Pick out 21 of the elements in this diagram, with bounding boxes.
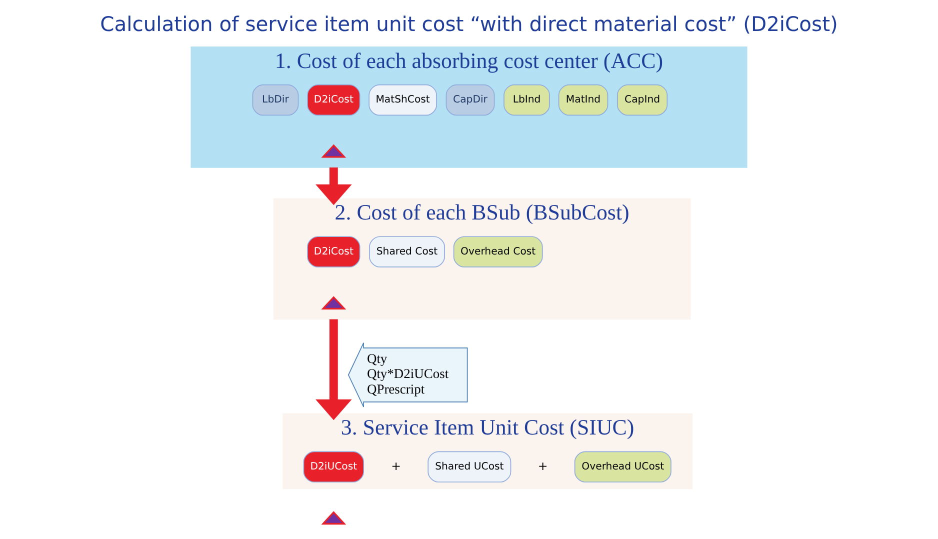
node-box: MatShCost (368, 84, 437, 116)
node-box: Overhead Cost (453, 236, 543, 268)
diagram-title: Calculation of service item unit cost “with direct material cost” (D2iCost) (100, 12, 838, 36)
node-box: Overhead UCost (574, 451, 672, 482)
node-box: CapInd (617, 84, 668, 116)
node-box: CapDir (446, 84, 495, 116)
label: + (538, 458, 548, 473)
node-box: MatInd (558, 84, 608, 116)
node-box: D2iCost (307, 84, 360, 116)
node-box: Shared UCost (428, 451, 512, 482)
node-box: LbInd (504, 84, 550, 116)
node-triangle (321, 511, 346, 525)
arrow (316, 167, 352, 206)
node-triangle (321, 144, 346, 158)
node-box: D2iCost (307, 236, 360, 268)
node-box: LbDir (252, 84, 299, 116)
node-triangle (321, 296, 346, 310)
arrow (316, 319, 352, 420)
label: + (391, 458, 402, 473)
node-box: Shared Cost (369, 236, 445, 268)
node-box: D2iUCost (303, 451, 364, 482)
